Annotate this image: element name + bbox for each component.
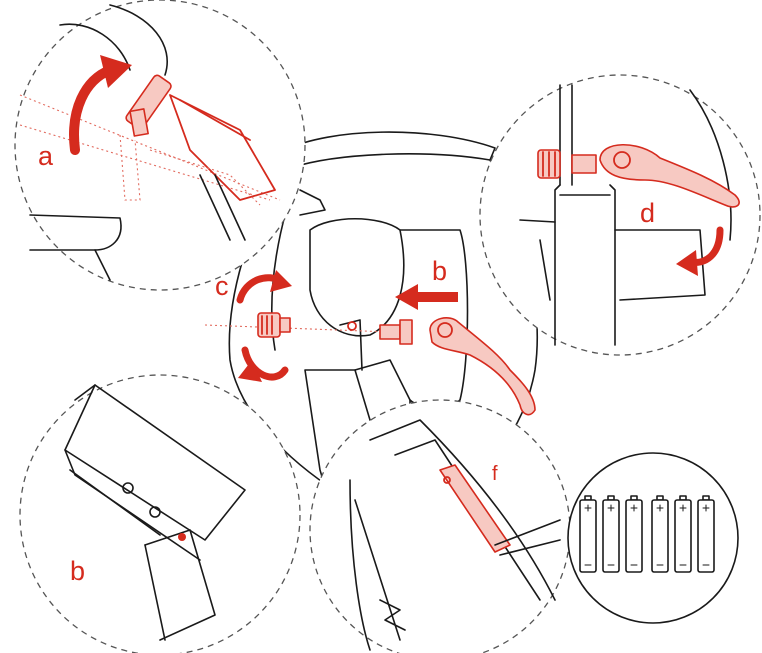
callout-f-label: f bbox=[492, 463, 498, 485]
detail-circle-d: d bbox=[479, 74, 761, 356]
callout-d-label: d bbox=[640, 198, 655, 228]
callout-b-bottom-label: b bbox=[70, 556, 85, 586]
quick-release-lever-icon bbox=[379, 317, 536, 416]
detail-circle-a: a bbox=[14, 0, 306, 291]
callout-a-label: a bbox=[38, 141, 54, 171]
battery-detail bbox=[567, 452, 739, 624]
push-arrow-icon bbox=[395, 284, 458, 310]
detail-circle-b: b bbox=[19, 374, 301, 653]
battery-icon bbox=[625, 495, 643, 573]
detail-circle-f: f bbox=[309, 399, 571, 653]
battery-group bbox=[579, 495, 715, 573]
battery-icon bbox=[651, 495, 669, 573]
battery-compartment bbox=[439, 464, 511, 553]
callout-c-label: c bbox=[215, 271, 229, 301]
battery-icon bbox=[697, 495, 715, 573]
central-assembly: b c bbox=[204, 131, 539, 521]
rotate-arrow-icon bbox=[236, 270, 292, 382]
battery-icon bbox=[674, 495, 692, 573]
battery-icon bbox=[602, 495, 620, 573]
knob-c bbox=[257, 312, 291, 338]
battery-icon bbox=[579, 495, 597, 573]
callout-b-label: b bbox=[432, 256, 447, 286]
